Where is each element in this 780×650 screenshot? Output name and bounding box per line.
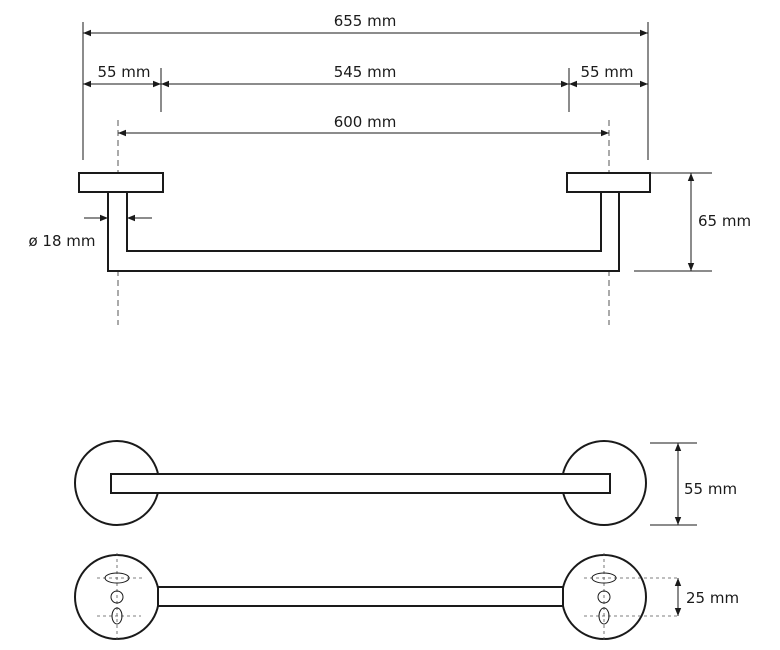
- right-center-hole-icon: [597, 590, 611, 604]
- dimension-label-overall: 655 mm: [334, 12, 397, 30]
- left-center-hole-icon: [110, 590, 124, 604]
- right-slot-icon: [591, 572, 617, 584]
- towel-bar-side-profile: [107, 190, 620, 272]
- towel-bar-top: [110, 473, 611, 494]
- dimension-label-hole-spacing: 25 mm: [686, 589, 739, 607]
- dimension-label-projection: 65 mm: [698, 212, 751, 230]
- dimension-label-bar-diameter: ø 18 mm: [28, 232, 95, 250]
- right-wall-flange-side: [566, 172, 651, 193]
- left-screw-hole-icon: [111, 607, 123, 625]
- right-screw-hole-icon: [598, 607, 610, 625]
- left-wall-flange-side: [78, 172, 164, 193]
- dimension-label-center-to-center: 600 mm: [334, 113, 397, 131]
- side-view: 655 mm 55 mm 545 mm 55 mm 600 mm ø 18 mm…: [28, 12, 751, 325]
- left-slot-icon: [104, 572, 130, 584]
- dimension-label-left-flange: 55 mm: [97, 63, 150, 81]
- towel-bar-mounting: [157, 586, 564, 607]
- dimension-label-right-flange: 55 mm: [580, 63, 633, 81]
- top-view: 55 mm: [74, 440, 737, 526]
- dimension-label-bar-span: 545 mm: [334, 63, 397, 81]
- mounting-view: 25 mm: [74, 553, 739, 643]
- dimension-label-flange-diameter: 55 mm: [684, 480, 737, 498]
